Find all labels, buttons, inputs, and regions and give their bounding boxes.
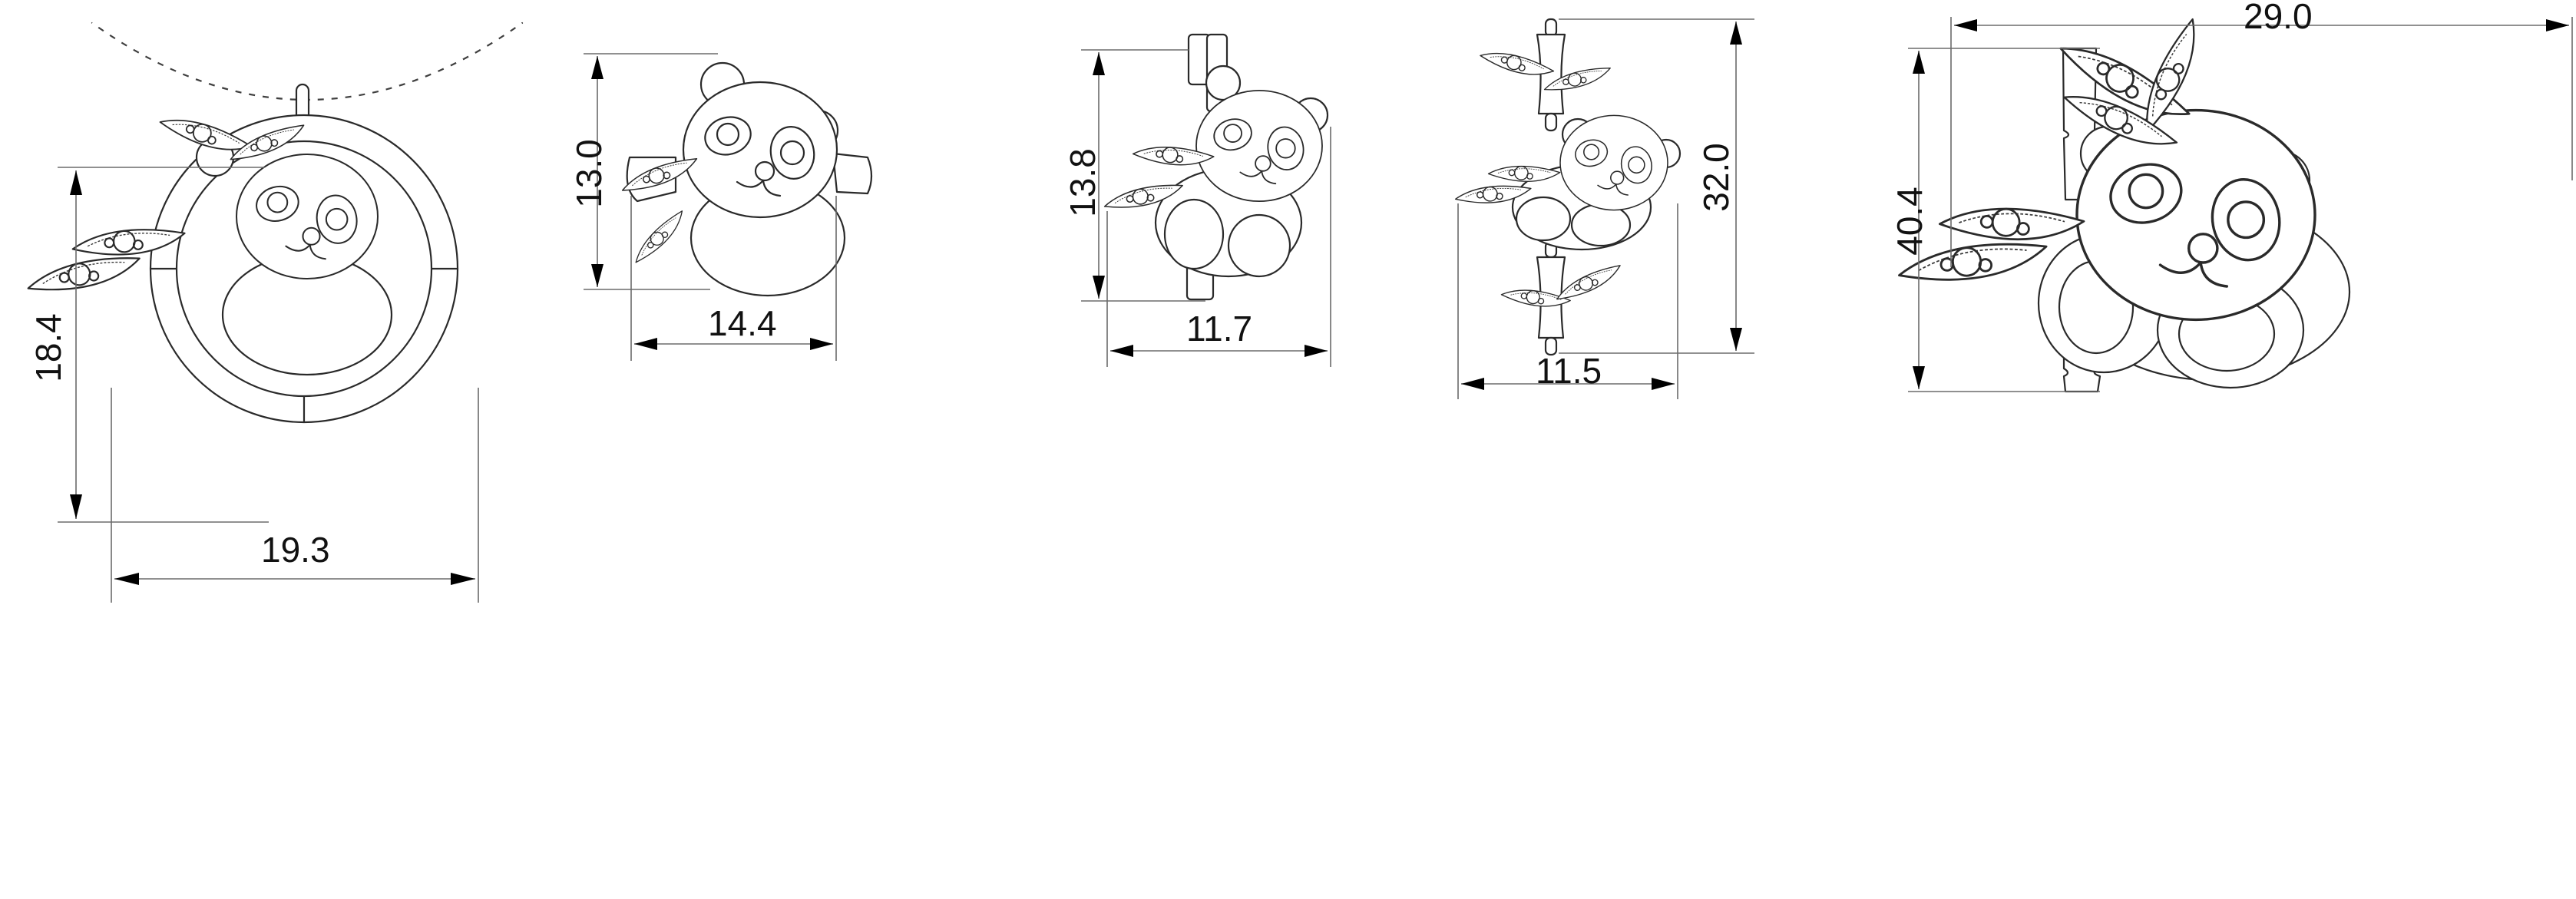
view-round-pendant (24, 20, 524, 603)
view2-height-label: 13.0 (568, 139, 609, 208)
view1-height-label: 18.4 (28, 313, 68, 382)
view3-height-label: 13.8 (1062, 148, 1103, 217)
view-panda-lying (584, 53, 873, 361)
view5-width-label: 29.0 (2244, 0, 2313, 36)
view4-height-label: 32.0 (1695, 143, 1736, 212)
view1-width-label: 19.3 (261, 530, 330, 570)
view4-width-label: 11.5 (1536, 351, 1602, 391)
view-panda-hugging (1081, 33, 1331, 367)
view-large-panda (1895, 15, 2573, 393)
view2-width-label: 14.4 (708, 303, 777, 343)
view5-height-label: 40.4 (1889, 187, 1930, 256)
view3-width-label: 11.7 (1186, 309, 1253, 349)
view-panda-long-bamboo (1453, 18, 1754, 399)
